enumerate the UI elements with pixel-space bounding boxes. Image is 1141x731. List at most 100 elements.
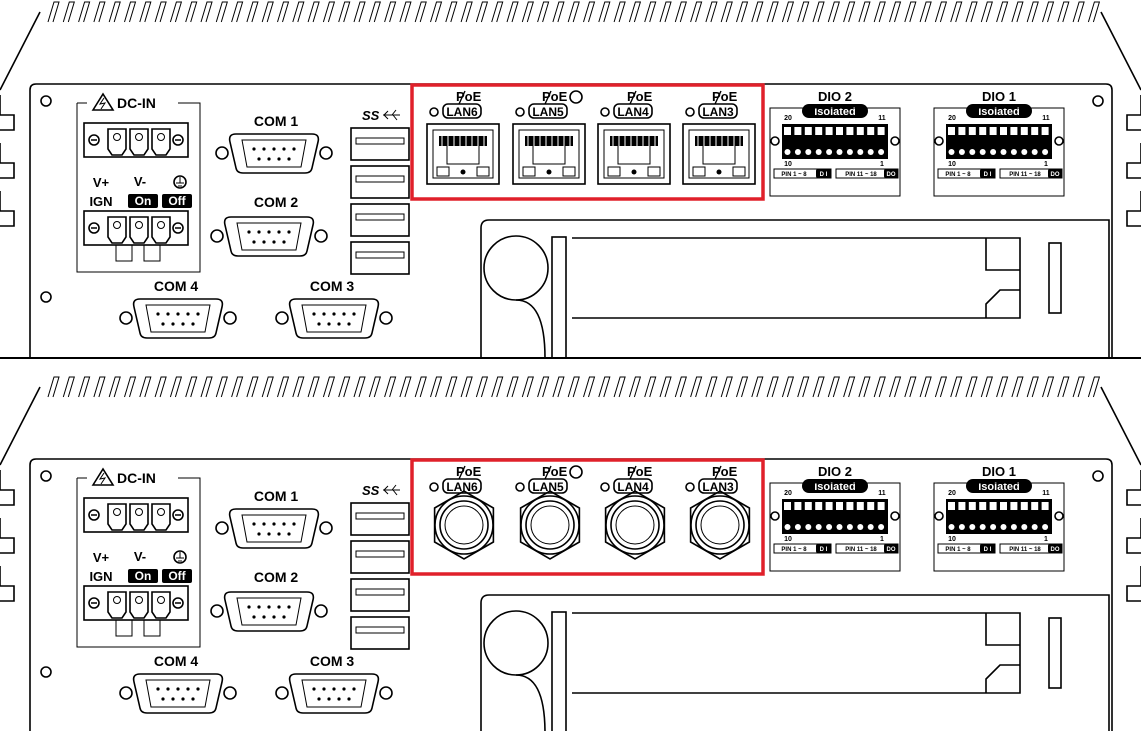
dio1-connector-hole [948,149,955,155]
dio2-connector-pin-11: 11 [878,115,886,122]
rj45-jack-opening [688,129,750,179]
heatsink-fin [231,1,244,23]
heatsink-fin [399,1,412,23]
lan-highlight-box [410,458,765,576]
dio1-connector-cell [1010,127,1018,135]
rj45-jack-key [716,169,722,175]
com2-port-pin [282,240,286,244]
dio2-connector-title: DIO 2 [818,464,852,479]
dio2-connector-hole [846,149,853,155]
side-fin-left [0,566,15,602]
lan-name-label: LAN6 [446,480,478,494]
ign-terminal-clip [115,244,133,262]
rj45-jack-led-left [607,166,621,177]
ground-icon-lines [176,552,184,562]
com1-port-screw-right [319,146,333,160]
dio2-connector-hole [878,149,885,155]
usb-port-tongue [355,251,405,259]
dc-in-terminal-screw-right [172,509,184,521]
dio1-connector-pin-10: 10 [948,161,956,168]
dio1-connector-isolated-badge-text: Isolated [978,481,1020,493]
heatsink-fin [47,1,60,23]
dio1-connector-title: DIO 1 [982,464,1016,479]
dio1-connector-pin-11: 11 [1042,115,1050,122]
dio2-connector-hole [805,524,812,530]
heatsink-fin [858,1,871,23]
heatsink-fin [292,376,305,398]
ign-on-label-text: On [135,194,152,208]
com3-port-pin [317,697,321,701]
ign-terminal-screw-right [172,222,184,234]
com4-port-pin [156,687,160,691]
com1-port-pin [262,522,266,526]
heatsink-fin [322,1,336,23]
heatsink-fin [491,1,504,23]
com4-port-pin [161,322,165,326]
side-fin-left [0,95,15,131]
dio1-connector-hole [990,524,997,530]
heatsink-fin [353,1,366,23]
rj45-jack-tab [532,146,566,165]
heatsink-fin [491,376,504,398]
com1-port-pin [257,157,261,161]
dc-in-terminal-plug [129,128,149,156]
com1-label: COM 1 [254,488,299,504]
com2-port-pin [257,230,261,234]
dc-in-terminal-screw-left [88,134,100,146]
ign-terminal-screw-left [88,597,100,609]
dc-in-terminal-plug [107,503,127,531]
dio1-connector-screw-left [934,511,944,521]
lan-led-icon [685,482,695,492]
dio2-connector-do-label: DO [884,169,898,178]
com2-port-screw-left [210,604,224,618]
heatsink-fin [521,376,534,398]
heatsink-fin [154,376,167,398]
com4-port-pin [186,312,190,316]
heatsink-fin [781,376,795,398]
dio1-connector-hole [979,149,986,155]
heatsink-fin [1087,376,1101,398]
com2-port-pin [267,605,271,609]
dio1-connector-cell [1041,502,1049,510]
dio2-connector-di-label-text: D I [820,547,828,553]
heatsink-fin [858,376,871,398]
lan-name-label: LAN5 [532,480,564,494]
heatsink-fin [843,376,856,398]
com1-port-pin [252,522,256,526]
com1-port [215,508,333,549]
dio2-connector-pin-1: 1 [880,536,884,543]
warning-bolt [98,472,107,485]
heatsink-fin [430,1,443,23]
dio1-connector-hole [1000,524,1007,530]
m12-connector [604,490,666,560]
heatsink-fin [62,376,75,398]
com3-port-inner [301,679,367,708]
dio1-connector-di-label-text: D I [984,172,992,178]
dio1-connector-hole [969,524,976,530]
com2-port-pin [257,605,261,609]
lan-led-icon [429,107,439,117]
heatsink-fin [736,376,749,398]
heatsink-fin [583,376,596,398]
com1-port [215,133,333,174]
dio1-connector-hole [1021,149,1028,155]
com3-port-pin [317,322,321,326]
com2-port-pin [272,240,276,244]
heatsink-fin [307,1,320,23]
dio1-connector-screw-right [1054,511,1064,521]
heatsink-fin [781,1,795,23]
m12-connector [519,490,581,560]
com3-port [275,673,393,714]
com4-port-pin [186,687,190,691]
dc-in-terminal-plug-screw [157,133,165,141]
heatsink-fin [1072,376,1085,398]
heatsink-fin [93,376,106,398]
rj45-jack-opening [432,129,494,179]
heatsink-fin [889,376,902,398]
heatsink-fin [827,1,840,23]
dio2-connector-frame [769,482,901,572]
dio2-connector-cell [836,127,843,135]
